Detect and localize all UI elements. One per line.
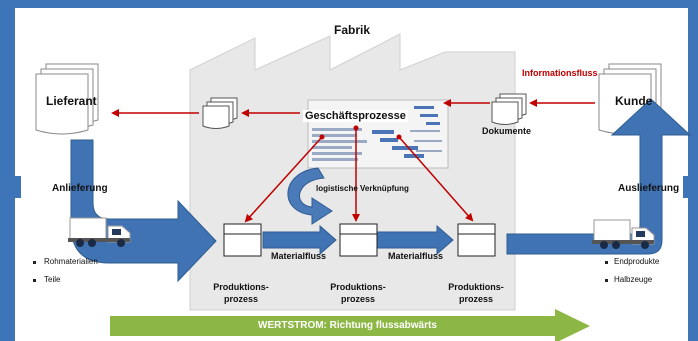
process-box-1 bbox=[223, 223, 262, 257]
inbound-label: Anlieferung bbox=[52, 183, 108, 194]
business-processes-label: Geschäftsprozesse bbox=[303, 110, 408, 122]
information-flow-label: Informationsfluss bbox=[522, 68, 598, 78]
output-item: Endprodukte bbox=[614, 257, 660, 266]
material-flow-arrow-1 bbox=[262, 224, 337, 256]
output-item: Halbzeuge bbox=[614, 275, 653, 284]
left-strip bbox=[15, 176, 21, 198]
inbound-truck-icon bbox=[68, 217, 131, 247]
input-item: Rohmaterialien bbox=[44, 257, 98, 266]
outbound-label: Auslieferung bbox=[618, 183, 680, 194]
process-box-3 bbox=[457, 223, 496, 257]
bullet-icon bbox=[605, 279, 608, 282]
bullet-icon bbox=[605, 261, 608, 264]
logistic-link-arrow bbox=[287, 167, 333, 225]
process-label-1: Produktions- prozess bbox=[213, 282, 269, 304]
supplier-document-stack bbox=[35, 63, 99, 135]
process-label-2: Produktions- prozess bbox=[330, 282, 386, 304]
process-box-2 bbox=[339, 223, 378, 257]
outbound-truck-icon bbox=[592, 219, 655, 249]
material-flow-arrow-2 bbox=[376, 224, 454, 256]
input-item: Teile bbox=[44, 275, 61, 284]
bullet-icon bbox=[33, 261, 36, 264]
bullet-icon bbox=[33, 279, 36, 282]
info-arrow-to-process-1 bbox=[244, 136, 323, 223]
factory-documents-icon bbox=[202, 97, 238, 129]
documents-icon bbox=[491, 93, 527, 125]
customer-label: Kunde bbox=[615, 94, 653, 108]
logistic-link-label: logistische Verknüpfung bbox=[316, 184, 409, 193]
factory-title: Fabrik bbox=[334, 23, 371, 37]
factory-building bbox=[189, 33, 516, 311]
documents-label: Dokumente bbox=[482, 126, 532, 136]
inbound-arrow bbox=[70, 139, 217, 283]
supplier-label: Lieferant bbox=[46, 94, 97, 108]
value-stream-arrow bbox=[110, 309, 590, 341]
info-arrow-to-process-3 bbox=[398, 136, 474, 222]
material-flow-label-2: Materialfluss bbox=[388, 251, 444, 261]
process-label-3: Produktions- prozess bbox=[448, 282, 504, 304]
material-flow-label-1: Materialfluss bbox=[271, 251, 327, 261]
value-stream-label: WERTSTROM: Richtung flussabwärts bbox=[258, 320, 437, 331]
right-strip bbox=[683, 176, 688, 198]
